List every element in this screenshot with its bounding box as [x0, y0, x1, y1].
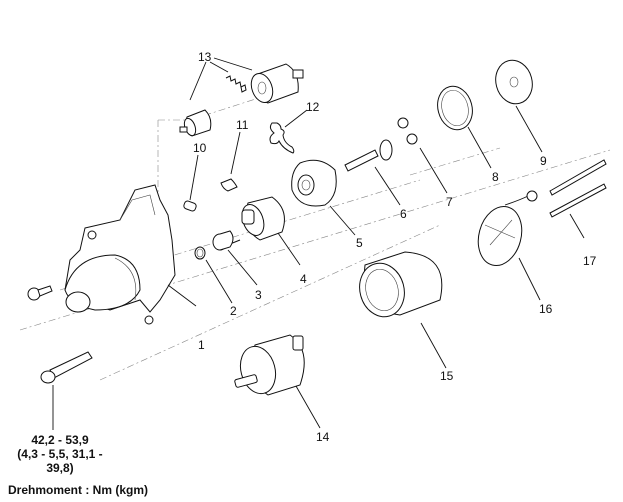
callout-10: 10 [193, 141, 207, 155]
plate-part [495, 59, 533, 105]
armature-part [234, 334, 305, 396]
callout-9: 9 [540, 154, 547, 168]
torque-unit-caption: Drehmoment : Nm (kgm) [8, 483, 149, 497]
brush-holder-part [477, 190, 538, 266]
torque-nm: 42,2 - 53,9 [31, 433, 89, 447]
callout-2: 2 [230, 304, 237, 318]
callout-17: 17 [583, 254, 597, 268]
seal-10 [183, 200, 197, 212]
lever-part [269, 122, 295, 154]
callout-4: 4 [300, 272, 307, 286]
callout-13: 13 [198, 50, 212, 64]
callout-1: 1 [198, 338, 205, 352]
front-housing-part [64, 184, 176, 325]
callout-15: 15 [440, 369, 454, 383]
stop-ring-part [194, 246, 206, 260]
packing-part [437, 85, 473, 131]
torque-kgm: (4,3 - 5,5, 31,1 - 39,8) [17, 447, 103, 475]
plunger [179, 109, 212, 137]
torque-spec: 42,2 - 53,9 (4,3 - 5,5, 31,1 - 39,8) [10, 433, 110, 475]
clutch-part [241, 196, 285, 241]
yoke-part [359, 251, 443, 318]
housing-bolt [27, 285, 53, 301]
callout-5: 5 [356, 236, 363, 250]
solenoid-spring [225, 75, 247, 93]
callout-14: 14 [316, 430, 330, 444]
callout-12: 12 [306, 100, 320, 114]
gear-housing-part [291, 159, 337, 207]
callout-6: 6 [400, 207, 407, 221]
callout-16: 16 [539, 302, 553, 316]
callout-3: 3 [255, 288, 262, 302]
callout-11: 11 [236, 118, 249, 132]
mounting-bolt [40, 351, 93, 384]
collar-part [212, 230, 234, 251]
leader-lines [52, 57, 585, 430]
plate-11 [220, 178, 238, 192]
planet-gears-part [397, 117, 418, 145]
callout-7: 7 [446, 195, 453, 209]
planet-shaft-part [344, 139, 393, 172]
callout-8: 8 [492, 170, 499, 184]
through-bolts-part [549, 159, 607, 218]
